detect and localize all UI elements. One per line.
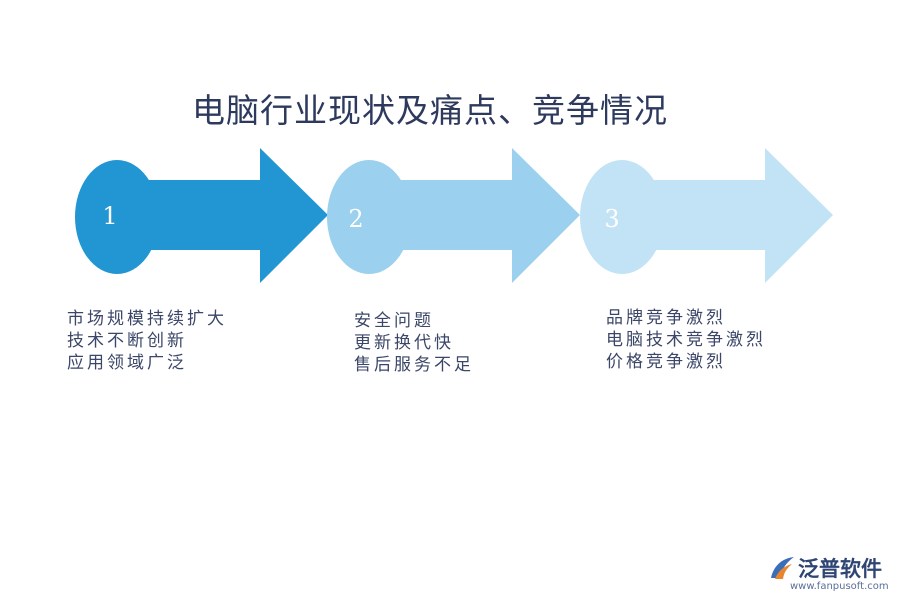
step-2-line-3: 售后服务不足 [354,355,474,375]
step-3-line-1: 品牌竞争激烈 [606,308,726,328]
step-number-1: 1 [102,202,117,230]
step-1-description: 市场规模持续扩大 技术不断创新 应用领域广泛 [67,308,227,374]
arrow-step-2: 2 [327,148,580,283]
step-1-line-2: 技术不断创新 [67,331,187,351]
logo-name: 泛普软件 [798,557,882,581]
step-3-line-2: 电脑技术竞争激烈 [606,330,766,350]
step-number-3: 3 [604,205,619,233]
page-title: 电脑行业现状及痛点、竞争情况 [192,91,668,130]
fanpu-logo: 泛普软件 www.fanpusoft.com [768,552,894,598]
arrow-step-1: 1 [75,148,328,283]
step-2-line-1: 安全问题 [354,311,434,331]
step-number-2: 2 [348,205,363,233]
step-3-description: 品牌竞争激烈 电脑技术竞争激烈 价格竞争激烈 [606,307,766,373]
step-2-line-2: 更新换代快 [354,333,454,353]
step-1-line-1: 市场规模持续扩大 [67,309,227,329]
arrow-step-3: 3 [580,148,833,283]
fanpu-logo-icon [771,557,794,579]
step-1-line-3: 应用领域广泛 [67,353,187,373]
step-3-line-3: 价格竞争激烈 [606,352,726,372]
step-2-description: 安全问题 更新换代快 售后服务不足 [354,310,474,376]
logo-url: www.fanpusoft.com [790,581,889,592]
